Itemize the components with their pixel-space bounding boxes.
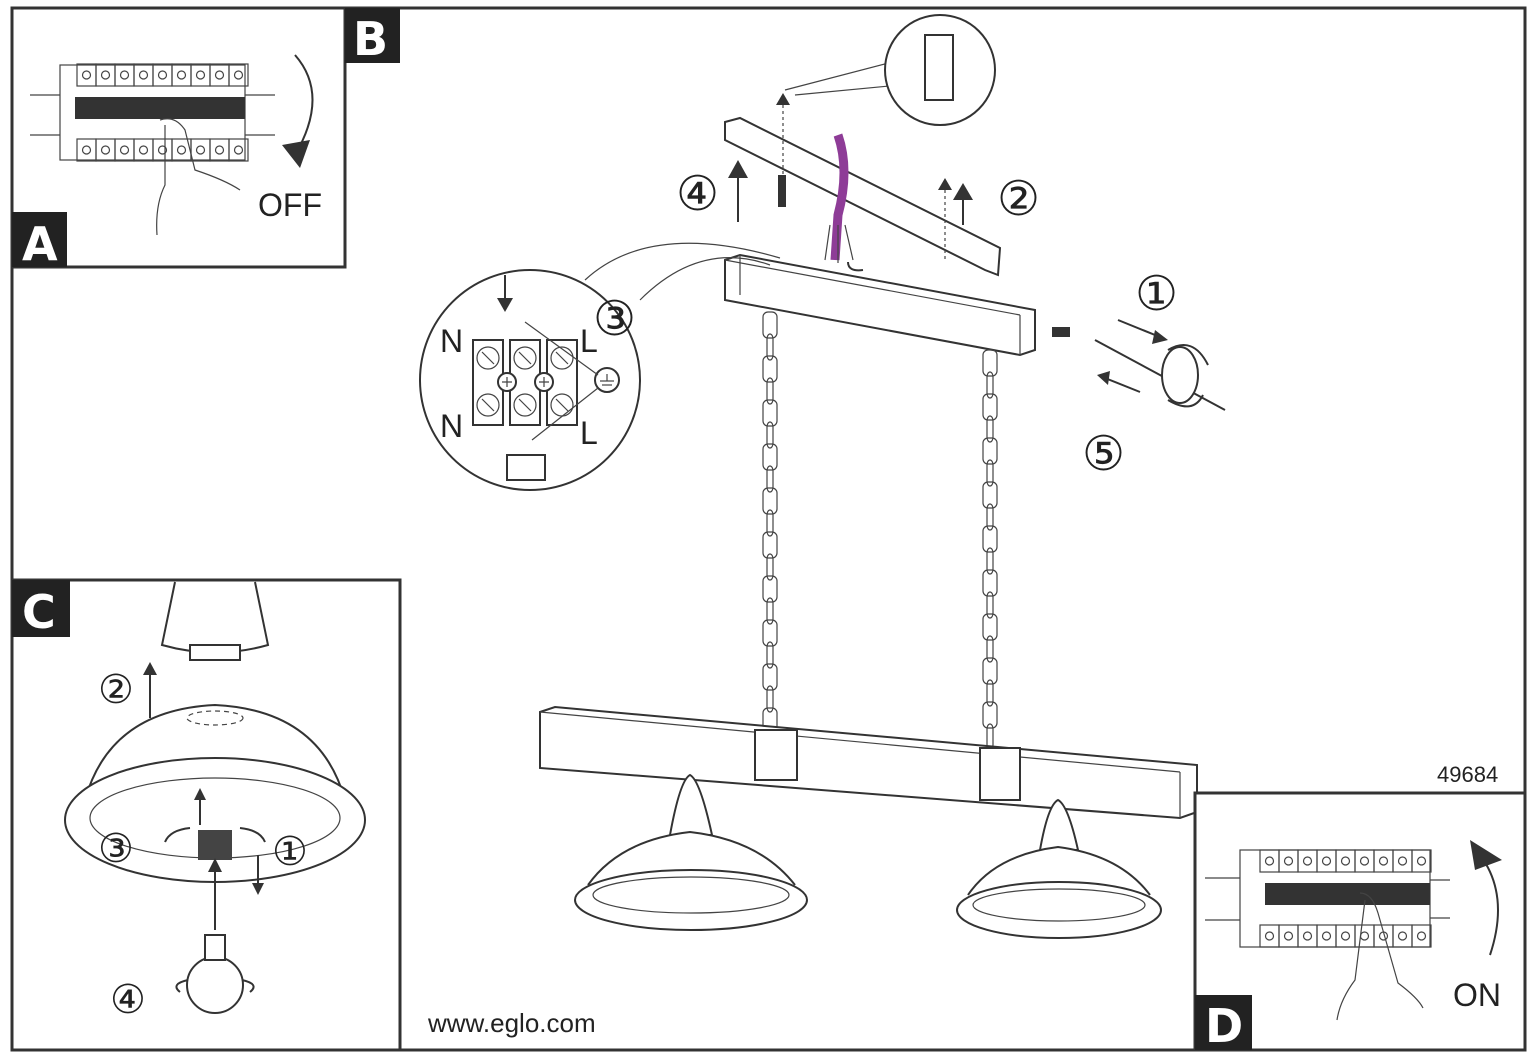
terminal-block-inset: N N L L [419,242,781,491]
terminal-screw-icon [476,393,500,417]
chain-link [762,355,778,383]
panel-d-switch-on: ON D [1193,791,1527,1053]
chain-link [982,349,998,377]
terminal-screw-icon [550,346,574,370]
chains [762,311,998,757]
chain-link [986,503,994,531]
side-screw-icon [1052,327,1070,337]
breaker-terminal-icon [1411,849,1432,873]
chain-link [762,575,778,603]
chain-link [982,613,998,641]
live-label-bottom: L [580,415,598,451]
main-step-3-marker: ③ [593,293,636,346]
chain-link [986,547,994,575]
screw-icon [778,175,786,207]
step-3-marker: ③ [98,827,134,871]
on-label: ON [1453,977,1501,1013]
terminal-screw-icon [513,346,537,370]
light-bar-icon [539,705,1198,820]
label-c: C [22,585,56,639]
chain-link [766,465,774,493]
chain-link [982,481,998,509]
neutral-label-top: N [440,323,463,359]
chain-link [762,663,778,691]
hand-icon [1336,892,1424,1021]
panel-a-switch-off: OFF B A [10,6,400,271]
label-a-badge [12,212,67,267]
breaker-terminal-icon [228,63,249,87]
step-1-marker: ① [272,830,308,874]
step-4-marker: ④ [110,978,146,1022]
lamp-holder-icon [160,581,270,654]
chain-link [762,619,778,647]
chain-link [762,443,778,471]
screwdriver-icon [1094,319,1226,411]
chain-link [762,399,778,427]
chain-link [982,569,998,597]
chain-link [766,553,774,581]
terminal-screw-icon [476,346,500,370]
chain-link [766,509,774,537]
chain-link [766,641,774,669]
label-d-badge [1195,995,1252,1050]
chain-link [766,685,774,713]
chain-link [982,525,998,553]
label-d: D [1205,999,1243,1053]
step-2-marker: ② [98,668,134,712]
main-step-1-marker: ① [1135,268,1178,321]
label-a: A [22,217,58,271]
chain-link [986,415,994,443]
label-b-badge [345,8,400,63]
pendant-shade-left [574,773,808,931]
main-step-4-marker: ④ [676,168,719,221]
main-step-2-marker: ② [997,173,1040,226]
chain-link [986,371,994,399]
website-url[interactable]: www.eglo.com [427,1008,596,1038]
outer-frame [10,6,1527,1052]
bulb-icon [186,956,244,1014]
model-number: 49684 [1437,762,1498,787]
live-label-top: L [580,323,598,359]
main-fixture-drawing: N N L L ① ② ③ ④ ⑤ [419,14,1226,939]
breaker-box-icon [30,63,275,162]
chain-link [766,421,774,449]
power-cable-icon [830,133,849,261]
mounting-bracket-icon [724,116,1002,277]
pendant-shade-right [956,798,1162,939]
chain-link [762,311,778,339]
chain-link [982,393,998,421]
chain-link [762,531,778,559]
chain-link [982,657,998,685]
chain-link [766,333,774,361]
chain-link [982,437,998,465]
chain-link [982,701,998,729]
chain-link [986,591,994,619]
main-step-5-marker: ⑤ [1082,428,1125,481]
chain-link [766,377,774,405]
terminal-screw-icon [513,393,537,417]
chain-link [762,487,778,515]
panel-c-bulb-install: C ② ① ③ ④ [10,578,402,1052]
chain-link [766,597,774,625]
label-b: B [353,12,388,66]
hand-icon [156,118,241,236]
off-label: OFF [258,187,322,223]
chain-link [986,635,994,663]
label-c-badge [12,580,70,637]
neutral-label-bottom: N [440,408,463,444]
chain-link [986,679,994,707]
chain-link [986,459,994,487]
socket-icon [198,830,232,860]
